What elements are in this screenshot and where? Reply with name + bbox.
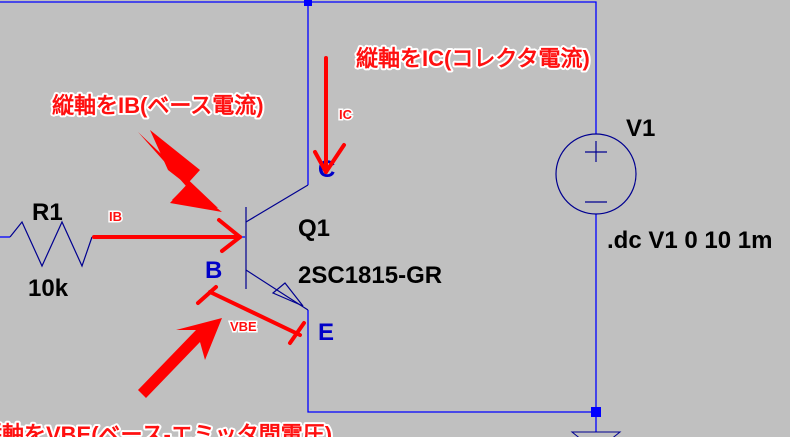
- label-vbe: VBE: [230, 319, 257, 334]
- annotation-arrows: [92, 56, 346, 398]
- label-ib: IB: [109, 209, 122, 224]
- voltage-source-v1-symbol[interactable]: [555, 133, 637, 215]
- dc-directive[interactable]: .dc V1 0 10 1m: [607, 227, 772, 254]
- pin-base: B: [205, 257, 222, 284]
- transistor-q1-symbol[interactable]: [245, 184, 309, 311]
- ground-symbol: [570, 431, 622, 437]
- source-name: V1: [626, 115, 655, 142]
- resistor-name: R1: [32, 199, 63, 226]
- big-arrow-ib-head: [150, 130, 222, 212]
- annotation-ib-axis: 縦軸をIB(ベース電流): [52, 93, 264, 118]
- junction-bottom: [591, 407, 601, 417]
- resistor-r1-symbol[interactable]: [9, 220, 93, 268]
- transistor-name: Q1: [298, 215, 330, 242]
- label-ic: IC: [339, 107, 353, 122]
- annotation-ic-axis: 縦軸をIC(コレクタ電流): [356, 46, 590, 71]
- resistor-value: 10k: [28, 275, 69, 302]
- junction-top: [304, 0, 312, 6]
- pin-emitter: E: [318, 319, 334, 346]
- annotation-vbe-axis: 縦軸をVBE(ベース-エミッタ間電圧): [0, 422, 332, 437]
- big-arrow-vbe: [138, 318, 222, 398]
- transistor-model: 2SC1815-GR: [298, 262, 442, 289]
